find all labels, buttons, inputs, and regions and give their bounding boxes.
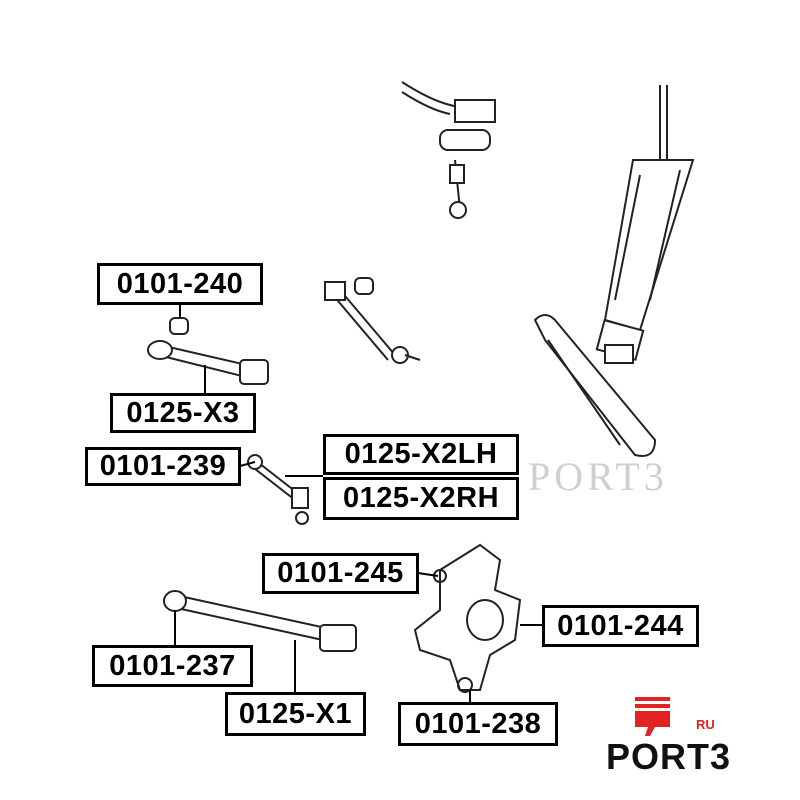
arm-x2 xyxy=(247,454,309,525)
arm-upper xyxy=(324,277,421,364)
lower-arm xyxy=(533,314,657,457)
part-label-0101-239[interactable]: 0101-239 xyxy=(85,447,241,486)
logo-piston-icon xyxy=(635,697,670,736)
part-label-0125-x2rh[interactable]: 0125-X2RH xyxy=(323,477,519,520)
arm-x1 xyxy=(163,590,357,652)
part-label-0101-245[interactable]: 0101-245 xyxy=(262,553,419,594)
stabilizer-link xyxy=(401,81,496,219)
port3-logo: RU PORT3 xyxy=(600,695,760,785)
leader-lines xyxy=(174,305,542,702)
part-label-0101-238[interactable]: 0101-238 xyxy=(398,702,558,746)
part-label-0125-x2lh[interactable]: 0125-X2LH xyxy=(323,434,519,475)
shock-absorber xyxy=(595,85,695,364)
part-label-0101-237[interactable]: 0101-237 xyxy=(92,645,253,687)
part-label-0101-240[interactable]: 0101-240 xyxy=(97,263,263,305)
arm-x3 xyxy=(147,317,269,385)
part-label-0125-x3[interactable]: 0125-X3 xyxy=(110,393,256,433)
logo-suffix: RU xyxy=(696,717,715,732)
part-label-0101-244[interactable]: 0101-244 xyxy=(542,605,699,647)
part-label-0125-x1[interactable]: 0125-X1 xyxy=(225,692,366,736)
logo-text: PORT3 xyxy=(606,736,732,777)
knuckle xyxy=(413,543,522,693)
watermark: PORT3 xyxy=(528,454,668,499)
